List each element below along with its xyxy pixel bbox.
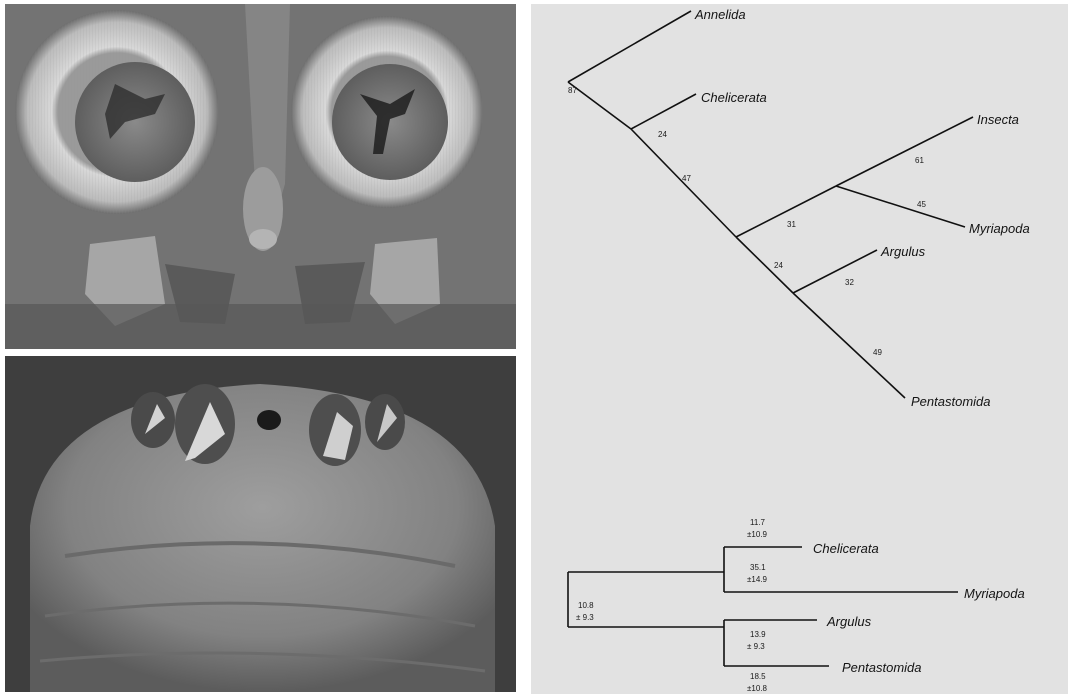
taxon-argulus: Argulus [880, 244, 926, 259]
sem-photo-top-image [5, 4, 516, 349]
taxon-insecta: Insecta [977, 112, 1019, 127]
upper-tree [568, 11, 973, 398]
lower-label-myriapoda-error: ±14.9 [747, 575, 768, 584]
branch-chelicerata [631, 94, 696, 129]
branch-internal-31 [736, 186, 836, 237]
branch-internal-24 [736, 237, 793, 293]
branch-label-internal-24: 24 [774, 261, 783, 270]
lower-tree-taxa: Chelicerata Myriapoda Argulus Pentastomi… [813, 541, 1025, 675]
lower-label-pentastomida-value: 18.5 [750, 672, 766, 681]
upper-tree-taxa: Annelida Chelicerata Insecta Myriapoda A… [694, 7, 1030, 409]
lower-label-root-value: 10.8 [578, 601, 594, 610]
lower-taxon-argulus: Argulus [826, 614, 872, 629]
phylogeny-panel: Annelida Chelicerata Insecta Myriapoda A… [531, 4, 1068, 694]
sem-photo-top [5, 4, 516, 349]
lower-taxon-chelicerata: Chelicerata [813, 541, 879, 556]
branch-label-internal-47: 47 [682, 174, 691, 183]
taxon-annelida: Annelida [694, 7, 746, 22]
phylogeny-svg: Annelida Chelicerata Insecta Myriapoda A… [531, 4, 1068, 694]
branch-label-chelicerata: 24 [658, 130, 667, 139]
sem-photo-bottom-image [5, 356, 516, 692]
branch-internal-47 [631, 129, 736, 237]
lower-label-argulus-value: 13.9 [750, 630, 766, 639]
lower-label-pentastomida-error: ±10.8 [747, 684, 768, 693]
branch-pentastomida [793, 293, 905, 398]
lower-label-myriapoda-value: 35.1 [750, 563, 766, 572]
branch-insecta [836, 117, 973, 186]
taxon-chelicerata: Chelicerata [701, 90, 767, 105]
lower-label-chelicerata-error: ±10.9 [747, 530, 768, 539]
branch-label-argulus: 32 [845, 278, 854, 287]
taxon-pentastomida: Pentastomida [911, 394, 991, 409]
lower-label-argulus-error: ± 9.3 [747, 642, 765, 651]
taxon-myriapoda: Myriapoda [969, 221, 1030, 236]
lower-label-chelicerata-value: 11.7 [750, 518, 766, 527]
lower-label-root-error: ± 9.3 [576, 613, 594, 622]
branch-argulus [793, 250, 877, 293]
lower-taxon-pentastomida: Pentastomida [842, 660, 922, 675]
branch-label-insecta: 61 [915, 156, 924, 165]
sem-photo-bottom [5, 356, 516, 692]
branch-myriapoda [836, 186, 965, 227]
branch-annelida [568, 11, 691, 82]
upper-tree-branch-labels: 87 24 47 31 61 45 24 32 49 [568, 86, 926, 357]
branch-label-pentastomida: 49 [873, 348, 882, 357]
branch-label-internal-31: 31 [787, 220, 796, 229]
branch-label-myriapoda: 45 [917, 200, 926, 209]
lower-taxon-myriapoda: Myriapoda [964, 586, 1025, 601]
branch-root-internal [568, 82, 631, 129]
branch-label-annelida: 87 [568, 86, 577, 95]
